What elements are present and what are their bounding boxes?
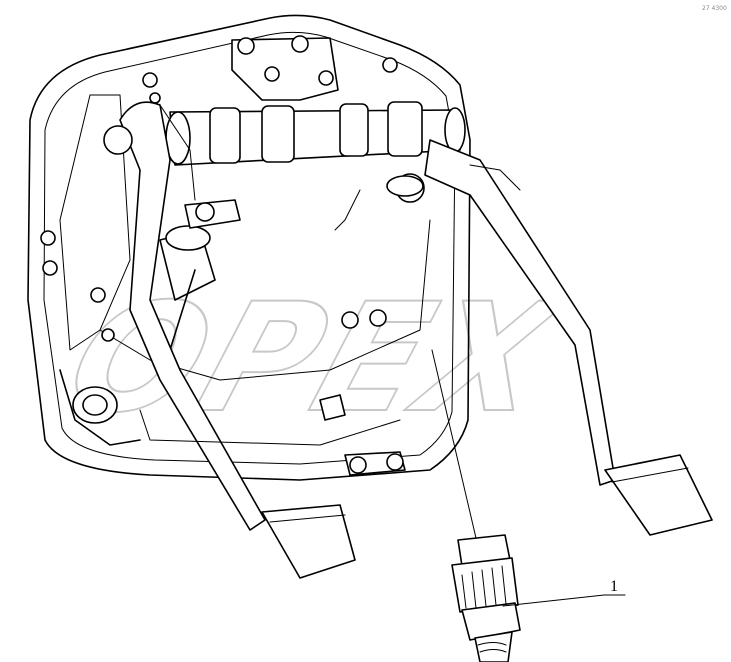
clutch-pedal-arm bbox=[103, 101, 356, 579]
watermark-text: OPEX bbox=[48, 272, 578, 446]
callout-number: 1 bbox=[610, 578, 618, 595]
callout-1: 1 bbox=[502, 578, 626, 607]
watermark: OPEX bbox=[47, 271, 579, 447]
callout-leader-line bbox=[502, 594, 605, 607]
brake-pedal-arm bbox=[395, 139, 713, 536]
top-bracket bbox=[231, 35, 339, 101]
brake-light-switch bbox=[451, 534, 521, 662]
lower-clips bbox=[59, 175, 424, 476]
pivot-shaft bbox=[165, 101, 466, 166]
corner-mark: 27 4300 bbox=[702, 5, 727, 12]
master-cylinder bbox=[159, 199, 241, 351]
mounting-plate bbox=[27, 14, 471, 481]
